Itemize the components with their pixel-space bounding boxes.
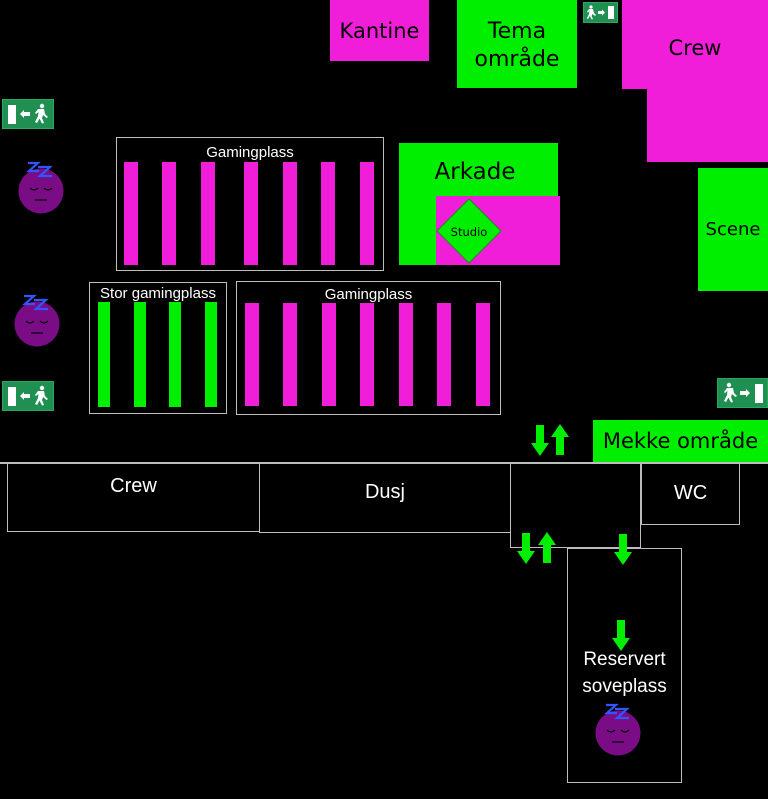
room-crew-top-extension <box>647 88 768 162</box>
emergency-exit-icon <box>2 381 54 411</box>
room-reservert-label-2: soveplass <box>582 676 667 697</box>
area-gamingplass-2-label: Gamingplass <box>324 286 413 303</box>
room-mekke-label: Mekke område <box>602 429 759 453</box>
arrow-down-icon <box>612 620 630 651</box>
area-gamingplass-2[interactable]: Gamingplass <box>236 281 501 415</box>
room-crew-top-label: Crew <box>668 36 722 60</box>
gaming-seat[interactable] <box>360 303 374 406</box>
room-reservert-label-1: Reservert <box>583 649 666 670</box>
gaming-seat[interactable] <box>322 303 336 406</box>
area-gamingplass-1-label: Gamingplass <box>206 144 294 161</box>
gaming-seat[interactable] <box>98 302 110 407</box>
sleeping-face-icon <box>16 158 68 214</box>
gaming-seat[interactable] <box>245 303 259 406</box>
gaming-seat[interactable] <box>169 302 181 407</box>
emergency-exit-icon <box>583 2 618 23</box>
room-tema-label-1: Tema <box>487 19 547 44</box>
corridor-divider <box>0 462 768 464</box>
gaming-seat[interactable] <box>124 162 138 265</box>
gaming-seat[interactable] <box>321 162 335 265</box>
room-crew-top-label-wrap: Crew <box>622 28 768 68</box>
room-dusj[interactable]: Dusj <box>259 463 511 533</box>
gaming-seat[interactable] <box>205 302 217 407</box>
gaming-seat[interactable] <box>244 162 258 265</box>
room-arkade-label: Arkade <box>434 159 516 185</box>
gaming-seat[interactable] <box>201 162 215 265</box>
area-stor-gamingplass[interactable]: Stor gamingplass <box>89 282 227 414</box>
arrow-down-icon <box>614 534 632 565</box>
sleeping-face-icon <box>12 292 64 348</box>
room-arkade-label-wrap: Arkade <box>399 155 551 189</box>
room-tema-label-2: område <box>474 47 560 72</box>
room-mekke-omrade[interactable]: Mekke område <box>593 420 768 462</box>
sleeping-face-icon <box>594 702 646 758</box>
room-dusj-label: Dusj <box>364 481 405 503</box>
arrow-down-icon <box>531 425 549 456</box>
gaming-seat[interactable] <box>283 162 297 265</box>
gaming-seat[interactable] <box>134 302 146 407</box>
room-scene-label: Scene <box>705 219 761 240</box>
room-crew-bottom-label: Crew <box>110 475 157 497</box>
arrow-up-icon <box>551 424 569 455</box>
room-studio-label: Studio <box>450 225 488 239</box>
room-kantine-label: Kantine <box>339 18 420 43</box>
room-wc[interactable]: WC <box>641 463 740 525</box>
gaming-seat[interactable] <box>399 303 413 406</box>
arrow-up-icon <box>538 532 556 563</box>
gaming-seat[interactable] <box>283 303 297 406</box>
room-tema-omrade[interactable]: Tema område <box>457 0 577 88</box>
room-studio-label-wrap: Studio <box>436 222 502 242</box>
gaming-seat[interactable] <box>360 162 374 265</box>
gaming-seat[interactable] <box>476 303 490 406</box>
area-gamingplass-1[interactable]: Gamingplass <box>116 137 384 271</box>
room-scene[interactable]: Scene <box>698 168 768 291</box>
gaming-seat[interactable] <box>437 303 451 406</box>
area-stor-gamingplass-label: Stor gamingplass <box>100 285 216 302</box>
room-crew-top[interactable] <box>622 0 768 89</box>
room-crew-bottom[interactable]: Crew <box>7 463 260 532</box>
emergency-exit-icon <box>717 378 768 408</box>
arrow-down-icon <box>517 533 535 564</box>
room-stair-hall[interactable] <box>510 463 641 548</box>
room-wc-label: WC <box>673 482 708 504</box>
gaming-seat[interactable] <box>162 162 176 265</box>
emergency-exit-icon <box>2 99 54 129</box>
room-kantine[interactable]: Kantine <box>330 0 429 61</box>
room-studio[interactable] <box>436 198 502 264</box>
